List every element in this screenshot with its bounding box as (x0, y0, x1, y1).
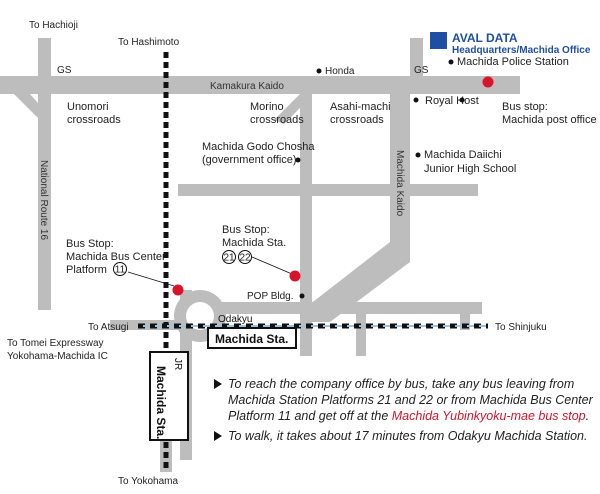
yokohama-machida-ic-label: Yokohama-Machida IC (7, 351, 108, 362)
bus-stop-center-marker (172, 284, 184, 296)
kamakura-kaido-label: Kamakura Kaido (210, 81, 284, 92)
gs-left-label: GS (57, 65, 72, 76)
godo-chosha-label: Machida Godo Chosha (202, 141, 315, 153)
bus-note: To reach the company office by bus, take… (214, 376, 594, 424)
bus-stop-name-highlight: Machida Yubinkyoku-mae bus stop (391, 409, 586, 423)
bus-stop-post-label: Bus stop: (502, 101, 548, 113)
daiichi-dot (415, 152, 421, 158)
odakyu-station-box (207, 327, 297, 349)
bus-center-pointer (127, 271, 175, 287)
jr-station-name: Machida Sta. (154, 366, 168, 439)
platform-21-badge (222, 250, 236, 264)
odakyu-station-name: Machida Sta. (215, 332, 288, 346)
godo-chosha-dot (295, 157, 301, 163)
road-kamakura-kaido (0, 76, 520, 94)
bus-stop-post-office-marker (482, 76, 494, 88)
road-network (0, 38, 520, 472)
to-hashimoto-label: To Hashimoto (118, 37, 180, 48)
asahi-label: Asahi-machi (330, 101, 391, 113)
road-south-b (460, 306, 470, 330)
honda-label: Honda (325, 66, 355, 77)
daiichi-label-2: Junior High School (424, 163, 516, 175)
bus-note-text: To reach the company office by bus, take… (228, 377, 593, 423)
bus-stop-center-label-3: Platform (66, 264, 107, 276)
road-machida-kaido (390, 94, 410, 242)
to-atsugi-label: To Atsugi (88, 322, 129, 333)
walk-note: To walk, it takes about 17 minutes from … (214, 428, 594, 444)
jr-station-box (149, 351, 189, 441)
asahi-label-2: crossroads (330, 114, 384, 126)
royal-host-label: Royal Host (425, 95, 479, 107)
police-dot (448, 59, 454, 65)
platform-22-number: 22 (239, 253, 251, 264)
jr-label: JR (172, 358, 183, 370)
triangle-bullet-icon (214, 379, 222, 389)
bus-stop-center-label-2: Machida Bus Center (66, 251, 166, 263)
road-office-vertical (410, 38, 423, 94)
bus-sta-pointer (251, 256, 293, 275)
machida-kaido-label: Machida Kaido (394, 150, 405, 217)
bus-stop-post-label-2: Machida post office (502, 114, 597, 126)
road-mid-horizontal (178, 184, 478, 196)
pop-bldg-dot (299, 293, 305, 299)
road-national-route-16 (38, 94, 51, 310)
royal-host-dot (413, 97, 419, 103)
access-notes: To reach the company office by bus, take… (214, 376, 594, 448)
to-tomei-label: To Tomei Expressway (7, 338, 104, 349)
office-marker (430, 32, 447, 49)
road-branch-right (410, 76, 510, 92)
gs-right-label: GS (414, 65, 429, 76)
road-south-a (356, 306, 366, 356)
honda-dot (316, 68, 322, 74)
road-morino-diagonal (274, 94, 310, 124)
morino-label: Morino (250, 101, 284, 113)
to-shinjuku-label: To Shinjuku (495, 322, 547, 333)
odakyu-label: Odakyu (218, 314, 252, 325)
bus-stop-sta-label-2: Machida Sta. (222, 237, 286, 249)
platform-22-badge (238, 250, 252, 264)
bus-stop-sta-label: Bus Stop: (222, 224, 270, 236)
to-hachioji-label: To Hachioji (29, 20, 78, 31)
bus-stop-center-label: Bus Stop: (66, 238, 114, 250)
office-subtitle: Headquarters/Machida Office (452, 45, 591, 56)
road-morino (300, 94, 312, 356)
morino-label-2: crossroads (250, 114, 304, 126)
road-hachioji (38, 38, 51, 94)
road-station-horizontal (204, 302, 482, 314)
triangle-bullet-icon (214, 431, 222, 441)
roundabout-center (186, 302, 214, 330)
office-name: AVAL DATA (452, 31, 518, 45)
walk-note-text: To walk, it takes about 17 minutes from … (228, 429, 588, 443)
bus-stop-sta-marker (289, 270, 301, 282)
to-yokohama-label: To Yokohama (118, 476, 178, 487)
national-route-16-label: National Route 16 (38, 160, 49, 240)
platform-11-badge (113, 262, 127, 276)
platform-21-number: 21 (223, 253, 235, 264)
daiichi-label: Machida Daiichi (424, 149, 502, 161)
bus-note-end: . (585, 409, 590, 423)
pop-bldg-label: POP Bldg. (247, 291, 294, 302)
platform-11-number: 11 (115, 265, 126, 276)
unomori-label: Unomori (67, 101, 109, 113)
police-station-label: Machida Police Station (457, 56, 569, 68)
police-dot-2 (459, 97, 465, 103)
unomori-label-2: crossroads (67, 114, 121, 126)
godo-chosha-label-2: (government office) (202, 154, 297, 166)
